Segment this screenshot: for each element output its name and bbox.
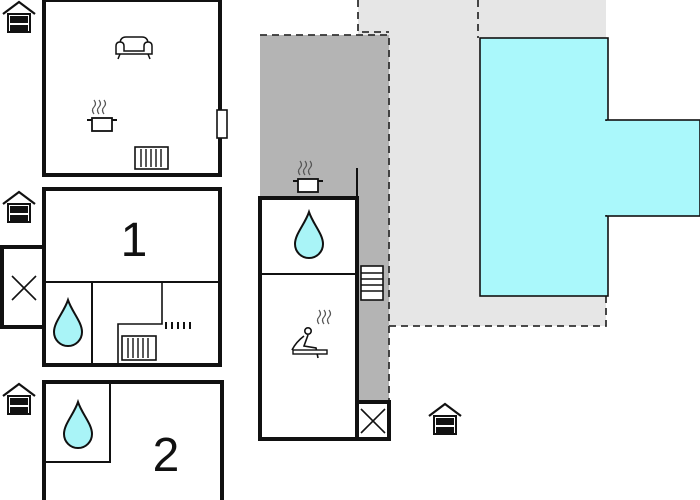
stairs-icon — [360, 265, 384, 301]
terrace-dashed-boundary — [389, 296, 607, 327]
bedroom-1 — [42, 187, 222, 367]
pool-main — [479, 37, 609, 297]
annex-building — [258, 196, 359, 441]
bedroom-2-number: 2 — [153, 429, 180, 482]
water-drop-icon — [53, 299, 83, 347]
side-niche — [0, 245, 44, 329]
house-entrance-icon — [1, 382, 37, 416]
open-space-x-icon — [11, 275, 37, 301]
terrace-dashed-outline — [357, 0, 389, 33]
stair-outline — [117, 282, 163, 365]
covered-area-dashed-outline — [260, 34, 390, 402]
bathroom-2-walls — [44, 382, 111, 463]
open-space-x-icon — [360, 408, 386, 434]
water-drop-icon — [63, 401, 93, 449]
bedroom-2 — [42, 380, 224, 500]
water-drop-icon — [294, 211, 324, 259]
cooking-pot-icon — [86, 99, 118, 132]
radiator-icon — [121, 335, 157, 361]
sauna-icon — [291, 309, 332, 359]
bedroom-1-number: 1 — [121, 214, 148, 267]
house-entrance-icon — [1, 0, 37, 34]
covered-area — [260, 35, 389, 402]
annex-extension — [357, 400, 391, 441]
house-entrance-icon — [427, 402, 463, 436]
living-room — [42, 0, 222, 177]
house-entrance-icon — [1, 190, 37, 224]
radiator-icon — [134, 146, 169, 170]
stair-dash-icon — [165, 322, 191, 329]
window-icon — [216, 109, 228, 139]
pool-extension — [605, 119, 700, 217]
sofa-icon — [115, 36, 153, 60]
